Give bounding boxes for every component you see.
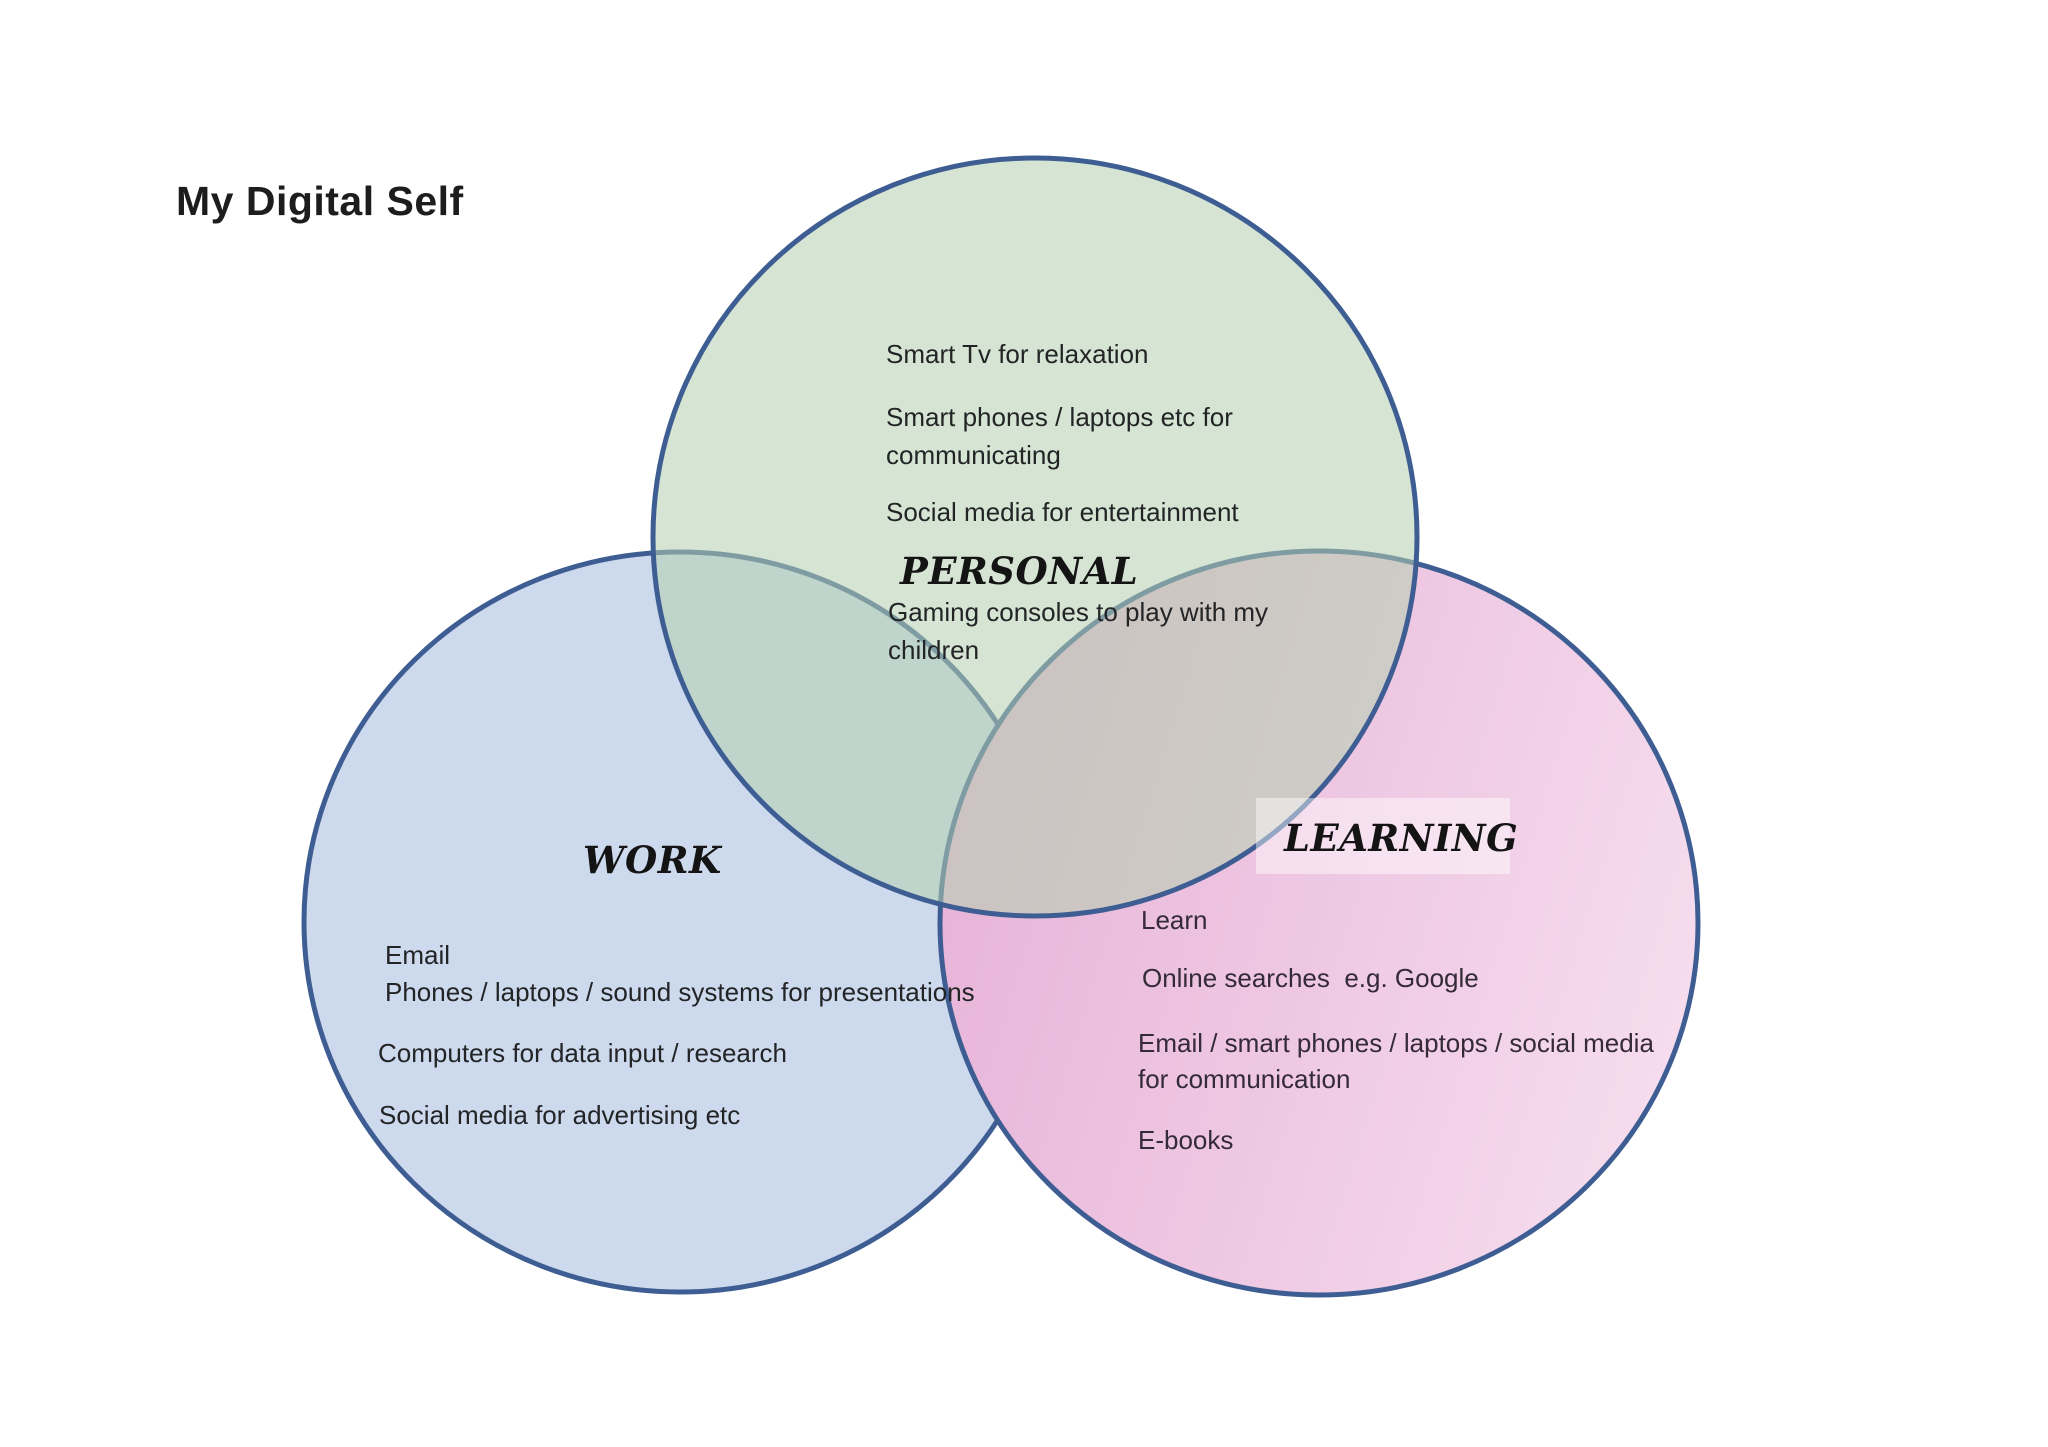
personal-item: Smart Tv for relaxation bbox=[886, 339, 1149, 369]
learning-item: E-books bbox=[1138, 1125, 1234, 1155]
personal-item: Social media for entertainment bbox=[886, 497, 1239, 527]
learning-label-highlight-box bbox=[1256, 798, 1510, 874]
work-item: Email bbox=[385, 940, 451, 970]
learning-item: Email / smart phones / laptops / social … bbox=[1138, 1028, 1654, 1094]
learning-label: LEARNING bbox=[1284, 816, 1519, 860]
personal-item: Gaming consoles to play with my children bbox=[888, 597, 1269, 665]
work-label: WORK bbox=[583, 838, 722, 882]
personal-label: PERSONAL bbox=[900, 549, 1139, 593]
page-title: My Digital Self bbox=[176, 178, 464, 224]
work-item: Computers for data input / research bbox=[378, 1038, 787, 1068]
personal-circle-border bbox=[650, 155, 1420, 919]
personal-item: Smart phones / laptops etc for communica… bbox=[886, 402, 1233, 470]
learning-item: Learn bbox=[1141, 905, 1208, 935]
work-item: Social media for advertising etc bbox=[379, 1100, 741, 1130]
work-item: Phones / laptops / sound systems for pre… bbox=[385, 977, 975, 1007]
learning-item: Online searches e.g. Google bbox=[1142, 963, 1479, 993]
personal-circle bbox=[653, 158, 1417, 916]
